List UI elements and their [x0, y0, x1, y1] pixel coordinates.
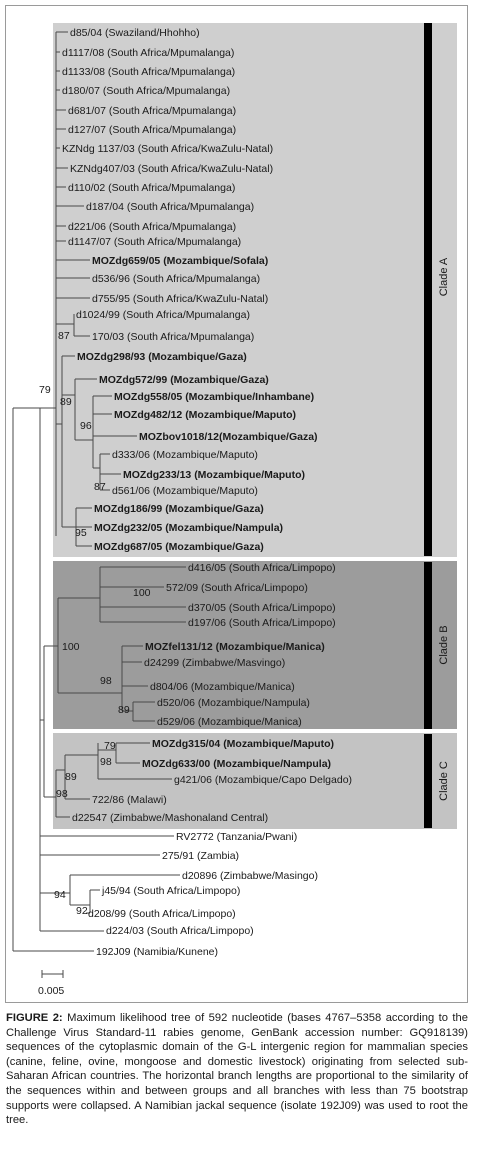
- bootstrap-value: 98: [56, 788, 68, 800]
- leaf-label: d520/06 (Mozambique/Nampula): [157, 697, 310, 709]
- bootstrap-value: 87: [94, 481, 106, 493]
- leaf-label: d22547 (Zimbabwe/Mashonaland Central): [72, 812, 268, 824]
- leaf-label: g421/06 (Mozambique/Capo Delgado): [174, 774, 352, 786]
- leaf-label: MOZdg687/05 (Mozambique/Gaza): [94, 541, 264, 553]
- leaf-label: d20896 (Zimbabwe/Masingo): [182, 870, 318, 882]
- figure-caption: FIGURE 2: Maximum likelihood tree of 592…: [6, 1011, 468, 1128]
- phylogenetic-tree: Clade A Clade B Clade C d85/04 (Swaziland/H…: [12, 23, 457, 997]
- scale-bar-label: 0.005: [38, 985, 64, 997]
- clade-a-box: [53, 23, 457, 557]
- leaf-label: MOZdg659/05 (Mozambique/Sofala): [92, 255, 268, 267]
- bootstrap-value: 79: [104, 740, 116, 752]
- bootstrap-value: 95: [75, 527, 87, 539]
- leaf-label: j45/94 (South Africa/Limpopo): [101, 885, 240, 897]
- leaf-label: d1133/08 (South Africa/Mpumalanga): [62, 66, 235, 78]
- bootstrap-value: 92: [76, 905, 88, 917]
- leaf-label: d1147/07 (South Africa/Mpumalanga): [68, 236, 241, 248]
- leaf-label: MOZdg233/13 (Mozambique/Maputo): [123, 469, 305, 481]
- clade-c-label: Clade C: [438, 761, 450, 801]
- clade-c-bar: [424, 734, 432, 828]
- bootstrap-value: 89: [65, 771, 77, 783]
- leaf-label: d804/06 (Mozambique/Manica): [150, 681, 295, 693]
- leaf-label: d224/03 (South Africa/Limpopo): [106, 925, 254, 937]
- leaf-label: 192J09 (Namibia/Kunene): [96, 946, 218, 958]
- leaf-label: d1117/08 (South Africa/Mpumalanga): [62, 47, 234, 59]
- leaf-label: d127/07 (South Africa/Mpumalanga): [68, 124, 236, 136]
- figure-frame: [5, 5, 468, 1003]
- bootstrap-value: 100: [133, 587, 151, 599]
- bootstrap-value: 87: [58, 330, 70, 342]
- leaf-label: d1024/99 (South Africa/Mpumalanga): [76, 309, 250, 321]
- bootstrap-value: 89: [118, 704, 130, 716]
- leaf-label: d681/07 (South Africa/Mpumalanga): [68, 105, 236, 117]
- leaf-label: d110/02 (South Africa/Mpumalanga): [68, 182, 235, 194]
- leaf-label: MOZdg298/93 (Mozambique/Gaza): [77, 351, 247, 363]
- clade-b-box: [53, 561, 457, 729]
- leaf-label: d221/06 (South Africa/Mpumalanga): [68, 221, 236, 233]
- caption-prefix: FIGURE 2:: [6, 1012, 63, 1024]
- leaf-label: MOZdg232/05 (Mozambique/Nampula): [94, 522, 283, 534]
- leaf-label: 572/09 (South Africa/Limpopo): [166, 582, 308, 594]
- leaf-label: KZNdg407/03 (South Africa/KwaZulu-Natal): [70, 163, 273, 175]
- leaf-label: MOZdg633/00 (Mozambique/Nampula): [142, 758, 331, 770]
- clade-b-label: Clade B: [438, 625, 450, 664]
- leaf-label: MOZdg482/12 (Mozambique/Maputo): [114, 409, 296, 421]
- bootstrap-value: 94: [54, 889, 66, 901]
- leaf-label: MOZdg315/04 (Mozambique/Maputo): [152, 738, 334, 750]
- clade-a-bar: [424, 23, 432, 556]
- leaf-label: MOZdg572/99 (Mozambique/Gaza): [99, 374, 269, 386]
- leaf-label: RV2772 (Tanzania/Pwani): [176, 831, 297, 843]
- leaf-label: d187/04 (South Africa/Mpumalanga): [86, 201, 254, 213]
- leaf-label: d197/06 (South Africa/Limpopo): [188, 617, 336, 629]
- leaf-label: 722/86 (Malawi): [92, 794, 167, 806]
- bootstrap-value: 96: [80, 420, 92, 432]
- leaf-label: MOZfel131/12 (Mozambique/Manica): [145, 641, 325, 653]
- leaf-label: 170/03 (South Africa/Mpumalanga): [92, 331, 254, 343]
- leaf-label: d561/06 (Mozambique/Maputo): [112, 485, 258, 497]
- bootstrap-value: 98: [100, 756, 112, 768]
- leaf-label: MOZdg558/05 (Mozambique/Inhambane): [114, 391, 314, 403]
- leaf-label: 275/91 (Zambia): [162, 850, 239, 862]
- leaf-label: d180/07 (South Africa/Mpumalanga): [62, 85, 230, 97]
- bootstrap-value: 100: [62, 641, 80, 653]
- clade-c-box: [53, 733, 457, 829]
- leaf-label: KZNdg 1137/03 (South Africa/KwaZulu-Nata…: [62, 143, 273, 155]
- leaf-label: d85/04 (Swaziland/Hhohho): [70, 27, 200, 39]
- clade-b-bar: [424, 562, 432, 729]
- bootstrap-value: 79: [39, 384, 51, 396]
- leaf-label: d529/06 (Mozambique/Manica): [157, 716, 302, 728]
- caption-text: Maximum likelihood tree of 592 nucleotid…: [6, 1012, 468, 1127]
- leaf-label: d416/05 (South Africa/Limpopo): [188, 562, 336, 574]
- bootstrap-value: 98: [100, 675, 112, 687]
- bootstrap-value: 89: [60, 396, 72, 408]
- clade-a-label: Clade A: [438, 257, 450, 296]
- leaf-label: d24299 (Zimbabwe/Masvingo): [144, 657, 285, 669]
- leaf-label: d208/99 (South Africa/Limpopo): [88, 908, 236, 920]
- leaf-label: d536/96 (South Africa/Mpumalanga): [92, 273, 260, 285]
- leaf-label: MOZdg186/99 (Mozambique/Gaza): [94, 503, 264, 515]
- leaf-label: d755/95 (South Africa/KwaZulu-Natal): [92, 293, 268, 305]
- leaf-label: d370/05 (South Africa/Limpopo): [188, 602, 336, 614]
- leaf-label: d333/06 (Mozambique/Maputo): [112, 449, 258, 461]
- leaf-label: MOZbov1018/12(Mozambique/Gaza): [139, 431, 318, 443]
